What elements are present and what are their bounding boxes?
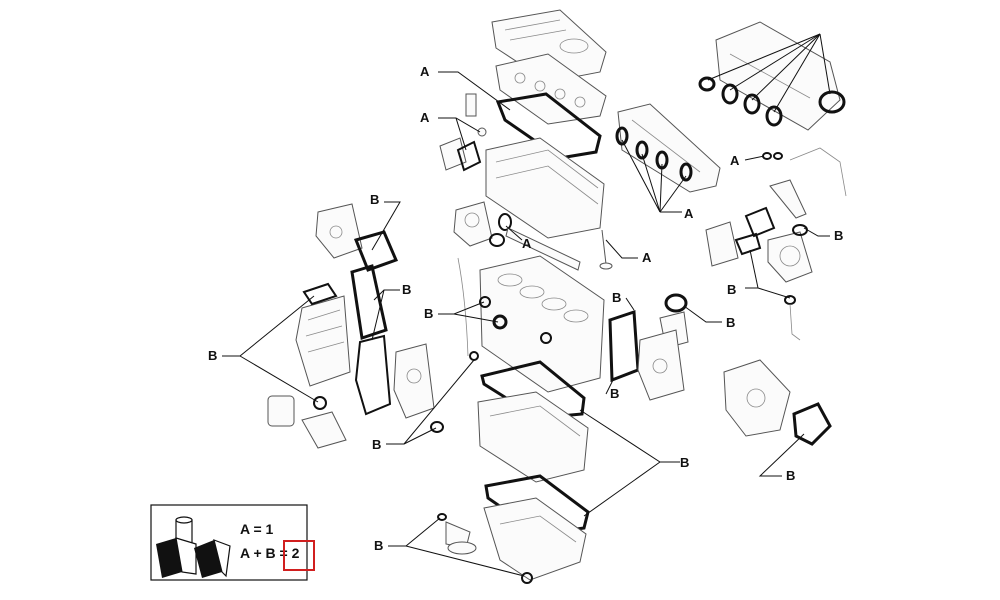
callout-label: B bbox=[372, 437, 381, 452]
turbocharger bbox=[705, 206, 813, 341]
fuel-pump bbox=[723, 359, 832, 446]
upper-left-pump-gasket bbox=[353, 230, 399, 272]
callout-label: A bbox=[522, 236, 532, 251]
upper-left-pump bbox=[315, 203, 363, 259]
legend-line-ab: A + B = 2 bbox=[240, 545, 300, 561]
oil-seal-small bbox=[469, 351, 479, 361]
exhaust-manifold bbox=[715, 21, 841, 131]
cylinder-head bbox=[485, 137, 605, 239]
callout-label: A bbox=[684, 206, 694, 221]
legend-line-a: A = 1 bbox=[240, 521, 274, 537]
leader-lines bbox=[222, 33, 831, 577]
callout-label: B bbox=[402, 282, 411, 297]
callout-labels: A A A A A A B B B B B B B B B B B B bbox=[208, 64, 843, 483]
oil-filter bbox=[267, 395, 347, 449]
quantity-highlight-box bbox=[283, 540, 315, 571]
oil-pan-gasket bbox=[484, 474, 590, 536]
valve-cover-gasket bbox=[495, 92, 602, 160]
front-cover-plate-gasket bbox=[350, 264, 388, 340]
front-cover-gasket bbox=[354, 334, 392, 416]
kit-box-icon bbox=[156, 516, 231, 578]
callout-label: B bbox=[727, 282, 736, 297]
engine-block bbox=[479, 255, 605, 393]
injector bbox=[465, 93, 487, 137]
lower-block-gasket bbox=[480, 360, 586, 420]
oil-pan bbox=[483, 497, 587, 581]
thermostat-housing bbox=[608, 293, 689, 401]
callout-label: B bbox=[834, 228, 843, 243]
callout-label: B bbox=[370, 192, 379, 207]
callout-label: A bbox=[420, 64, 430, 79]
legend: A = 1 A + B = 2 bbox=[150, 504, 315, 581]
callout-label: B bbox=[726, 315, 735, 330]
camshaft-rod bbox=[505, 227, 581, 271]
timing-case bbox=[393, 343, 435, 419]
dipstick bbox=[457, 257, 469, 357]
callout-label: B bbox=[208, 348, 217, 363]
water-pump bbox=[453, 201, 512, 247]
oil-return-pipe bbox=[762, 147, 847, 219]
callout-label: B bbox=[680, 455, 689, 470]
timing-case-seal bbox=[430, 421, 444, 433]
bracket bbox=[439, 137, 482, 172]
front-cover-plate bbox=[295, 295, 351, 387]
drain-plug bbox=[521, 572, 533, 584]
callout-label: B bbox=[374, 538, 383, 553]
exhaust-manifold-gaskets bbox=[698, 76, 846, 127]
intake-manifold bbox=[617, 103, 721, 193]
camshaft-carrier bbox=[495, 53, 607, 125]
callout-label: A bbox=[420, 110, 430, 125]
callout-label: B bbox=[610, 386, 619, 401]
callout-label: B bbox=[424, 306, 433, 321]
callout-label: B bbox=[612, 290, 621, 305]
valve bbox=[599, 229, 613, 270]
callout-label: A bbox=[730, 153, 740, 168]
lower-crankcase bbox=[477, 391, 589, 483]
oil-pickup bbox=[437, 513, 477, 555]
callout-label: B bbox=[786, 468, 795, 483]
callout-label: A bbox=[642, 250, 652, 265]
